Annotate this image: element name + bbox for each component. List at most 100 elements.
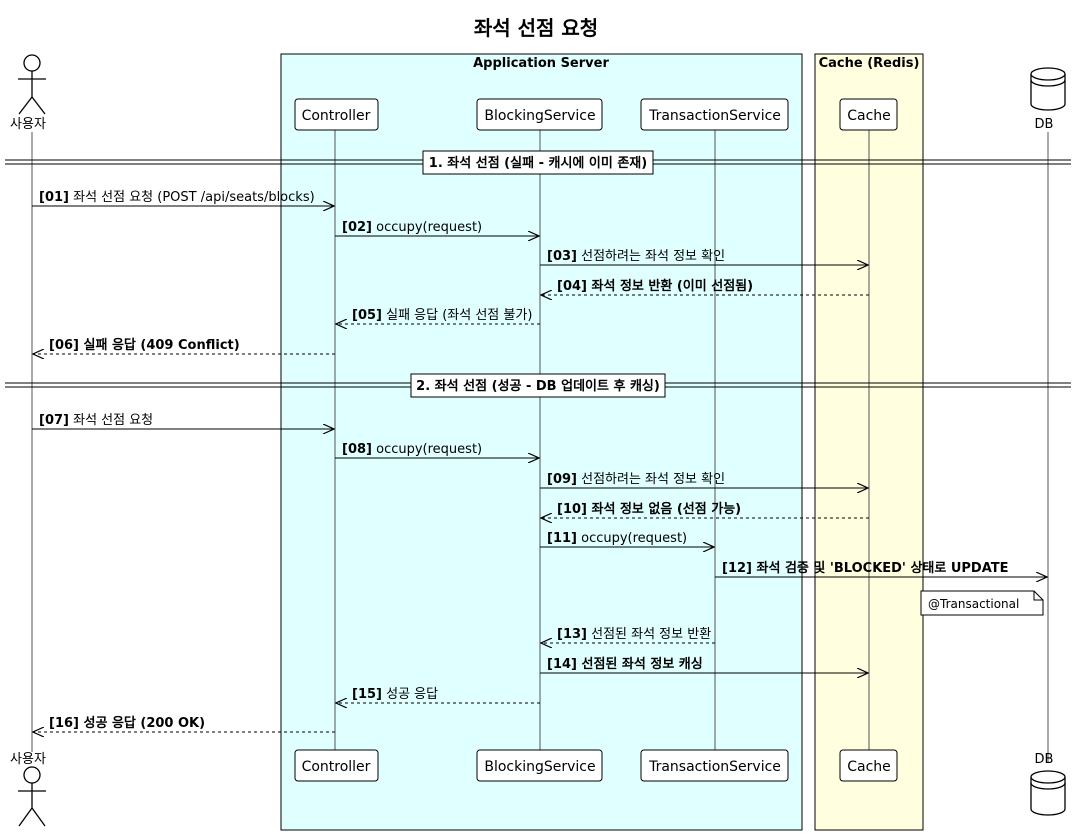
message-01: [01] 좌석 선점 요청 (POST /api/seats/blocks) [32, 190, 334, 206]
message-08-number: [08] [342, 442, 372, 457]
message-02-text: occupy(request) [372, 220, 482, 235]
message-07-label: [07] 좌석 선점 요청 [39, 413, 153, 428]
message-02-number: [02] [342, 220, 372, 235]
message-11-label: [11] occupy(request) [547, 531, 687, 546]
message-08: [08] occupy(request) [335, 442, 539, 458]
message-03-label: [03] 선점하려는 좌석 정보 확인 [547, 249, 725, 264]
message-04-label: [04] 좌석 정보 반환 (이미 선점됨) [557, 278, 753, 294]
message-04-number: [04] [557, 279, 587, 294]
message-13: [13] 선점된 좌석 정보 반환 [541, 627, 715, 643]
message-03-number: [03] [547, 249, 577, 264]
message-15: [15] 성공 응답 [336, 687, 540, 703]
participant-controller-bottom: Controller [294, 749, 379, 782]
message-04-text: 좌석 정보 반환 (이미 선점됨) [587, 278, 753, 294]
message-05-number: [05] [352, 308, 382, 323]
user-actor-bottom [18, 766, 46, 827]
message-10: [10] 좌석 정보 없음 (선점 가능) [541, 501, 869, 518]
cache-redis-label: Cache (Redis) [819, 56, 920, 71]
message-05: [05] 실패 응답 (좌석 선점 불가) [336, 308, 540, 324]
transaction-label-top: TransactionService [648, 108, 781, 124]
message-14: [14] 선점된 좌석 정보 캐싱 [540, 656, 868, 673]
message-14-label: [14] 선점된 좌석 정보 캐싱 [547, 656, 703, 672]
message-14-text: 선점된 좌석 정보 캐싱 [577, 656, 703, 672]
message-06: [06] 실패 응답 (409 Conflict) [33, 337, 335, 354]
message-12-number: [12] [722, 561, 752, 576]
message-13-label: [13] 선점된 좌석 정보 반환 [557, 627, 711, 642]
message-05-label: [05] 실패 응답 (좌석 선점 불가) [352, 308, 532, 323]
message-13-number: [13] [557, 627, 587, 642]
db-icon-top [1030, 67, 1066, 111]
message-09: [09] 선점하려는 좌석 정보 확인 [540, 472, 868, 488]
transactional-note-text: @Transactional [928, 597, 1019, 611]
message-15-label: [15] 성공 응답 [352, 687, 438, 702]
messages: [01] 좌석 선점 요청 (POST /api/seats/blocks)[0… [32, 190, 1047, 732]
diagram-title: 좌석 선점 요청 [474, 16, 598, 40]
message-13-text: 선점된 좌석 정보 반환 [587, 627, 711, 642]
message-11-number: [11] [547, 531, 577, 546]
db-icon-bottom [1030, 770, 1066, 816]
message-08-text: occupy(request) [372, 442, 482, 457]
participant-cache-bottom: Cache [839, 749, 898, 782]
message-15-number: [15] [352, 687, 382, 702]
message-07-text: 좌석 선점 요청 [69, 413, 153, 428]
db-label-bottom: DB [1035, 752, 1054, 767]
user-label-bottom: 사용자 [10, 752, 46, 767]
divider-2-label: 2. 좌석 선점 (성공 - DB 업데이트 후 캐싱) [416, 378, 660, 394]
participant-transaction-bottom: TransactionService [640, 749, 789, 782]
cache-label-bottom: Cache [847, 759, 891, 775]
message-15-text: 성공 응답 [382, 687, 438, 702]
blocking-label-top: BlockingService [484, 108, 595, 124]
user-label-top: 사용자 [10, 117, 46, 132]
actor-head-icon [23, 54, 41, 72]
message-16-text: 성공 응답 (200 OK) [79, 716, 205, 731]
message-06-number: [06] [49, 338, 79, 353]
divider-1: 1. 좌석 선점 (실패 - 캐시에 이미 존재) [5, 150, 1071, 175]
message-01-label: [01] 좌석 선점 요청 (POST /api/seats/blocks) [39, 190, 315, 205]
message-10-label: [10] 좌석 정보 없음 (선점 가능) [557, 501, 741, 517]
application-server-label: Application Server [473, 56, 609, 71]
message-10-number: [10] [557, 502, 587, 517]
message-16-label: [16] 성공 응답 (200 OK) [49, 716, 205, 731]
message-02: [02] occupy(request) [335, 220, 539, 236]
user-actor-top [18, 54, 46, 115]
participant-cache-top: Cache [839, 98, 898, 131]
message-03: [03] 선점하려는 좌석 정보 확인 [540, 249, 868, 265]
divider-2: 2. 좌석 선점 (성공 - DB 업데이트 후 캐싱) [5, 373, 1071, 398]
message-02-label: [02] occupy(request) [342, 220, 482, 235]
message-09-number: [09] [547, 472, 577, 487]
message-07-number: [07] [39, 413, 69, 428]
transaction-label-bottom: TransactionService [648, 759, 781, 775]
db-label-top: DB [1035, 117, 1054, 132]
message-06-text: 실패 응답 (409 Conflict) [79, 337, 240, 353]
controller-label-bottom: Controller [302, 759, 371, 775]
blocking-label-bottom: BlockingService [484, 759, 595, 775]
participant-controller-top: Controller [294, 98, 379, 131]
message-14-number: [14] [547, 657, 577, 672]
message-12-text: 좌석 검증 및 'BLOCKED' 상태로 UPDATE [752, 560, 1009, 576]
participant-blocking-top: BlockingService [476, 98, 603, 131]
message-04: [04] 좌석 정보 반환 (이미 선점됨) [541, 278, 869, 295]
message-16: [16] 성공 응답 (200 OK) [33, 716, 335, 732]
message-07: [07] 좌석 선점 요청 [32, 413, 334, 429]
message-12: [12] 좌석 검증 및 'BLOCKED' 상태로 UPDATE [715, 560, 1047, 577]
message-10-text: 좌석 정보 없음 (선점 가능) [587, 501, 741, 517]
controller-label-top: Controller [302, 108, 371, 124]
participant-transaction-top: TransactionService [640, 98, 789, 131]
message-03-text: 선점하려는 좌석 정보 확인 [577, 249, 725, 264]
message-11: [11] occupy(request) [540, 531, 714, 547]
message-05-text: 실패 응답 (좌석 선점 불가) [382, 308, 532, 323]
message-09-text: 선점하려는 좌석 정보 확인 [577, 472, 725, 487]
message-06-label: [06] 실패 응답 (409 Conflict) [49, 337, 240, 353]
cache-label-top: Cache [847, 108, 891, 124]
message-12-label: [12] 좌석 검증 및 'BLOCKED' 상태로 UPDATE [722, 560, 1009, 576]
message-01-number: [01] [39, 190, 69, 205]
message-11-text: occupy(request) [577, 531, 687, 546]
message-01-text: 좌석 선점 요청 (POST /api/seats/blocks) [69, 190, 315, 205]
message-16-number: [16] [49, 716, 79, 731]
actor-head-icon [23, 766, 41, 784]
divider-1-label: 1. 좌석 선점 (실패 - 캐시에 이미 존재) [429, 155, 647, 171]
participant-blocking-bottom: BlockingService [476, 749, 603, 782]
transactional-note: @Transactional [920, 590, 1044, 616]
message-09-label: [09] 선점하려는 좌석 정보 확인 [547, 472, 725, 487]
message-08-label: [08] occupy(request) [342, 442, 482, 457]
